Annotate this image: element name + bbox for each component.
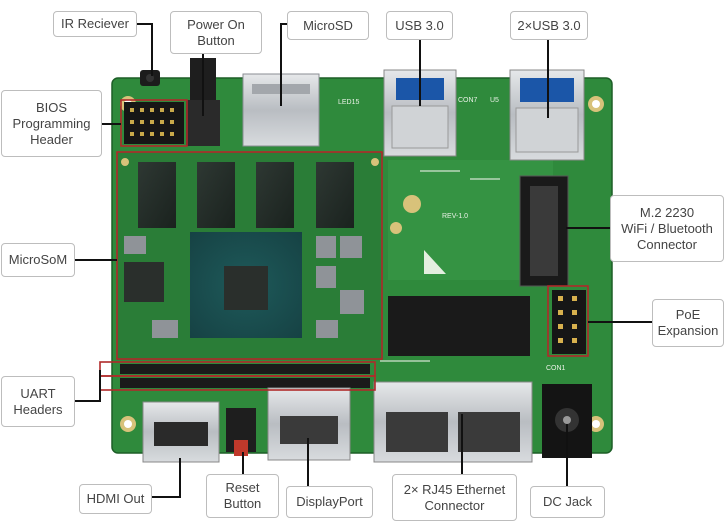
microsom-module xyxy=(117,152,383,360)
uart-header xyxy=(120,364,370,388)
rj45-port xyxy=(373,381,533,463)
silkscreen-con7: CON7 xyxy=(458,97,478,104)
callout-uart-headers: UART Headers xyxy=(1,376,75,427)
callout-displayport: DisplayPort xyxy=(286,486,373,518)
silkscreen-rev: REV-1.0 xyxy=(442,213,468,220)
highlight-microsom xyxy=(116,151,383,360)
leader-ir xyxy=(137,23,153,76)
leader-uart xyxy=(75,370,101,402)
m2-slot xyxy=(519,175,569,287)
leader-lines xyxy=(75,23,652,498)
silkscreen-led15: LED15 xyxy=(338,99,360,106)
callout-microsom: MicroSoM xyxy=(1,243,75,277)
leader-microsd xyxy=(280,23,287,106)
callout-microsd: MicroSD xyxy=(287,11,369,40)
callout-bios-header: BIOS Programming Header xyxy=(1,90,102,157)
callout-poe-expansion: PoE Expansion xyxy=(652,299,724,347)
callout-power-on-button: Power On Button xyxy=(170,11,262,54)
callout-hdmi-out: HDMI Out xyxy=(79,484,152,514)
reset-button xyxy=(226,408,256,456)
callout-reset-button: Reset Button xyxy=(206,474,279,518)
rev-logo xyxy=(390,195,446,274)
callout-dual-usb3: 2×USB 3.0 xyxy=(510,11,588,40)
hdmi-port xyxy=(142,401,220,463)
callout-ir-receiver: IR Reciever xyxy=(53,11,137,37)
callout-rj45: 2× RJ45 Ethernet Connector xyxy=(392,474,517,521)
silkscreen-con1: CON1 xyxy=(546,365,566,372)
callout-usb3: USB 3.0 xyxy=(386,11,453,40)
leader-hdmi xyxy=(152,458,181,498)
silkscreen-u5: U5 xyxy=(490,97,499,104)
ethernet-controller-chip xyxy=(388,296,530,356)
callout-m2-connector: M.2 2230 WiFi / Bluetooth Connector xyxy=(610,195,724,262)
ir-receiver xyxy=(140,70,160,86)
poe-header xyxy=(552,290,586,354)
bios-header xyxy=(124,102,184,144)
callout-dc-jack: DC Jack xyxy=(530,486,605,518)
